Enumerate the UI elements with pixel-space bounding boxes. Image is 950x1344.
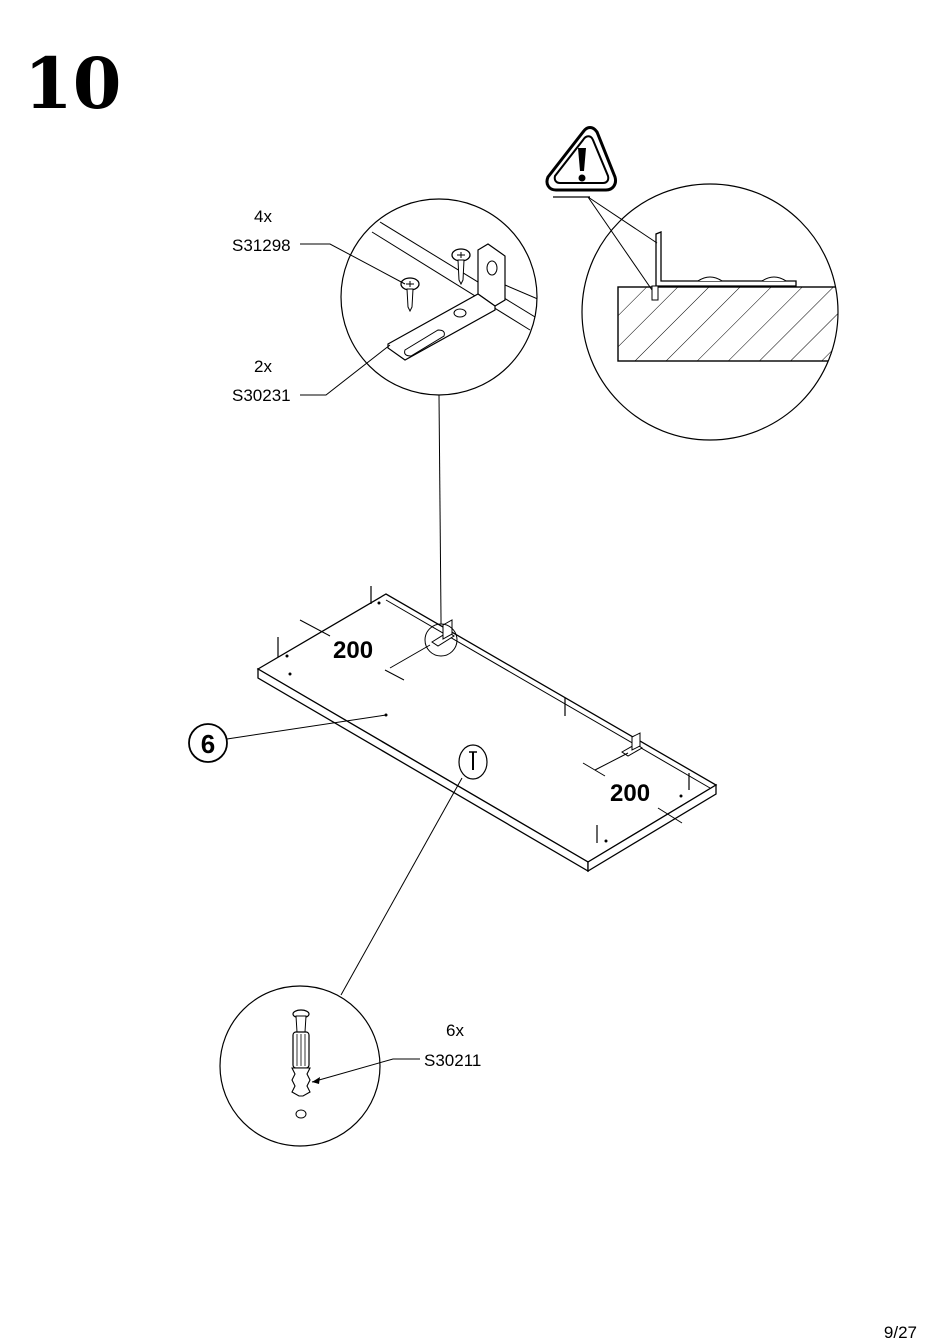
screw-quantity: 4x xyxy=(254,207,272,226)
detail-connector-line xyxy=(439,395,441,618)
page-number: 9/27 xyxy=(884,1323,917,1342)
detail-circle-dowel xyxy=(220,986,380,1146)
detail-circle-bracket xyxy=(341,199,540,395)
dowel-leader xyxy=(312,1059,420,1082)
bracket-leader xyxy=(300,345,390,395)
step-number: 10 xyxy=(24,42,121,125)
dimension-right: 200 xyxy=(610,780,650,807)
part-number: 6 xyxy=(201,729,215,759)
bracket-quantity: 2x xyxy=(254,357,272,376)
dimension-left: 200 xyxy=(333,637,373,664)
warning-icon xyxy=(547,128,657,291)
detail-circle-bracket-side xyxy=(582,184,848,440)
dowel-quantity: 6x xyxy=(446,1021,464,1040)
board-panel-6 xyxy=(258,586,716,871)
dowel-code: S30211 xyxy=(424,1051,481,1070)
screw-code: S31298 xyxy=(232,236,291,255)
bracket-code: S30231 xyxy=(232,386,291,405)
